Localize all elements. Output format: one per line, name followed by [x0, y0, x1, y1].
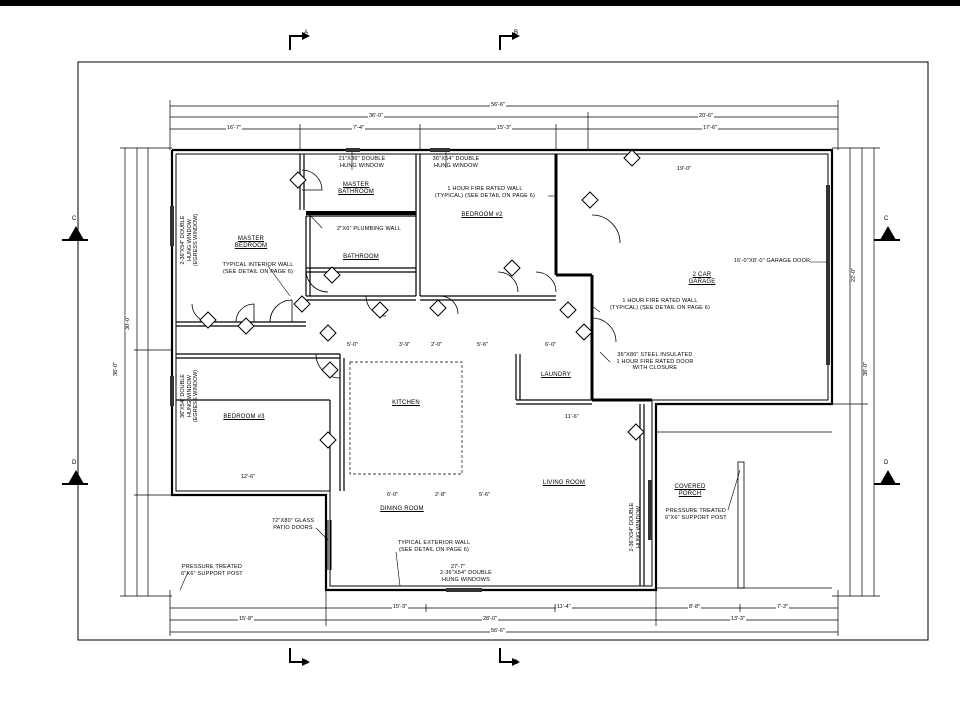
dim-garage-width: 19'-0" [676, 166, 693, 172]
note-steel-door: 36"x80" Steel Insulated 1 Hour Fire Rate… [616, 352, 694, 371]
room-label-master-bedroom: Master Bedroom [234, 236, 268, 249]
door-tags [199, 149, 645, 449]
kitchen-outline [349, 361, 463, 475]
dimension-lines-left [120, 147, 172, 597]
dim-bottom-seg4: 11'-4" [556, 604, 572, 610]
note-window-master-bedroom: 2-36"x54" Double Hung Window (Egress Win… [180, 213, 199, 267]
section-label-d-right: D [884, 460, 889, 466]
interior-walls [176, 154, 645, 586]
dim-top-left-run: 36'-0" [368, 113, 385, 119]
note-patio-doors: 72"x80" Glass Patio Doors [271, 518, 315, 531]
windows [170, 148, 830, 592]
dim-kitchen-width: 27'-7" [450, 564, 467, 570]
dim-hall-1: 5'-0" [346, 342, 359, 348]
note-pt-post-porch: Pressure Treated 6"x6" Support Post [665, 508, 727, 521]
dim-top-seg4: 17'-6" [702, 125, 719, 131]
room-label-laundry: Laundry [541, 372, 571, 378]
dim-bottom-seg3: 15'-3" [392, 604, 409, 610]
dim-overall-top: 56'-6" [490, 102, 507, 108]
room-label-garage: 2 Car Garage [688, 272, 716, 285]
note-plumbing-wall: 2"x6" Plumbing Wall [336, 226, 402, 232]
note-garage-door: 16'-0"x8'-0" Garage Door [733, 258, 811, 264]
dim-top-seg2: 7'-4" [352, 125, 365, 131]
dim-right-upper: 22'-0" [851, 266, 858, 284]
note-fire-wall-right: 1 Hour Fire Rated Wall (Typical) (See De… [609, 298, 711, 311]
dim-bedroom-3-width: 12'-6" [240, 474, 257, 480]
dim-overall-bottom: 56'-6" [490, 628, 507, 634]
dim-porch-width: 11'-6" [564, 414, 580, 420]
dim-top-seg3: 15'-3" [496, 125, 513, 131]
note-interior-wall: Typical Interior Wall (See Detail On Pag… [222, 262, 294, 275]
dim-bottom-seg1: 15'-8" [238, 616, 255, 622]
dim-top-seg1: 16'-7" [226, 125, 243, 131]
dim-bottom-seg5: 8'-8" [688, 604, 701, 610]
note-exterior-wall: Typical Exterior Wall (See Detail On Pag… [397, 540, 471, 553]
dim-bottom-seg6: 7'-3" [776, 604, 789, 610]
room-label-bathroom: Bathroom [343, 254, 379, 260]
dim-bottom-mid: 28'-0" [482, 616, 499, 622]
note-window-bedroom-2: 36"x54" Double Hung Window [432, 156, 480, 169]
sheet-border [77, 61, 929, 641]
section-label-c-right: C [884, 216, 889, 222]
section-arrows [68, 32, 896, 666]
dim-top-right-run: 20'-6" [698, 113, 715, 119]
note-window-living: 2-36"x54" Double Hung Window [629, 502, 642, 552]
note-fire-wall-top: 1 Hour Fire Rated Wall (Typical) (See De… [434, 186, 536, 199]
dimension-lines-right [832, 147, 880, 597]
note-window-master-bath: 21"x36" Double Hung Window [338, 156, 386, 169]
note-pt-post-patio: Pressure Treated 6"x6" Support Post [181, 564, 243, 577]
room-label-bedroom-3: Bedroom #3 [223, 414, 265, 420]
room-label-kitchen: Kitchen [392, 400, 420, 406]
dim-hall-5: 6'-0" [544, 342, 557, 348]
room-label-covered-porch: Covered Porch [674, 484, 706, 497]
dim-hall-4: 5'-6" [476, 342, 489, 348]
dim-hall-2: 3'-9" [398, 342, 411, 348]
dim-dining-2: 2'-8" [434, 492, 447, 498]
patio-door [327, 520, 332, 570]
section-label-c-left: C [72, 216, 77, 222]
top-border-bar [0, 0, 960, 6]
porch-structure [656, 431, 832, 589]
room-label-dining-room: Dining Room [380, 506, 424, 512]
dim-dining-1: 6'-0" [386, 492, 399, 498]
room-label-living-room: Living Room [542, 480, 586, 486]
note-window-dining: 2-36"x54" Double Hung Windows [439, 570, 493, 583]
section-label-a-bottom: A [304, 660, 309, 666]
dim-left-inner: 30'-0" [125, 314, 132, 332]
dim-right-overall: 38'-0" [863, 360, 870, 378]
section-label-b-top: B [514, 30, 519, 36]
dim-hall-3: 2'-0" [430, 342, 443, 348]
room-label-master-bathroom: Master Bathroom [338, 182, 374, 195]
dim-left-overall: 38'-0" [113, 360, 120, 378]
note-window-bedroom-3: 36"x54" Double Hung Window (Egress Windo… [180, 369, 199, 423]
room-label-bedroom-2: Bedroom #2 [461, 212, 503, 218]
section-label-b-bottom: B [514, 660, 519, 666]
section-label-d-left: D [72, 460, 77, 466]
dim-bottom-right: 13'-3" [730, 616, 747, 622]
section-label-a-top: A [304, 30, 309, 36]
dim-dining-3: 5'-6" [478, 492, 491, 498]
garage-fire-walls [554, 154, 652, 402]
leader-lines [179, 152, 828, 591]
